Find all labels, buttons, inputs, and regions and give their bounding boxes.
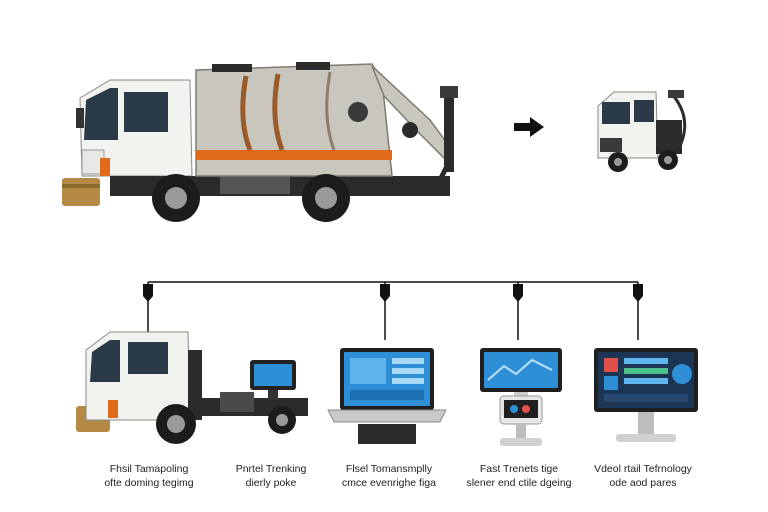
caption-line1: Vdeol rtail Tefrnology [594,463,692,475]
caption-line2: cmce evenrighe figa [342,477,436,489]
connector-node-1 [143,282,153,332]
truck-cab [76,79,193,177]
caption-line1: Fhsil Tamapoling [109,463,189,475]
desktop-monitor [594,348,698,442]
caption-line1: Flsel Tomansmplly [345,463,433,475]
laptop [327,348,447,444]
caption-node-5: Vdeol rtail Tefrnology ode aod pares [568,462,718,490]
truck-brush [62,178,100,206]
caption-line2: dierly poke [245,477,297,489]
onboard-terminal [250,360,296,400]
caption-node-1: Fhsil Tamapoling ofte doming tegimg [74,462,224,490]
connector-node-2 [380,282,390,340]
caption-line1: Pnrtel Trenking [235,463,307,475]
connector-node-4 [633,282,643,340]
truck-wheels [152,174,350,222]
caption-node-2: Pnrtel Trenking dierly poke [196,462,346,490]
kiosk-screen [480,348,562,446]
caption-node-4: Fast Trenets tige slener end ctile dgein… [444,462,594,490]
compact-truck [597,90,687,172]
right-arrow-icon [514,117,544,137]
caption-node-3: Flsel Tomansmplly cmce evenrighe figa [314,462,464,490]
connector-node-3 [513,282,523,340]
caption-line2: ode aod pares [609,477,677,489]
truck-tank [195,62,458,183]
caption-line2: ofte doming tegimg [104,477,194,489]
caption-line1: Fast Trenets tige [479,463,559,475]
caption-line2: slener end ctile dgeing [466,477,572,489]
truck-with-terminal [76,331,308,444]
